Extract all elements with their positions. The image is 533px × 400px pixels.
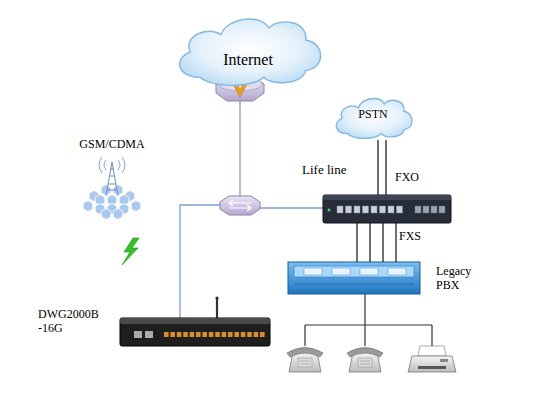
- node-label: Legacy PBX: [436, 265, 484, 293]
- node-outline: [323, 195, 451, 223]
- gateway-node: Life line: [298, 162, 452, 224]
- node-shape: [76, 156, 148, 218]
- node-shape: [168, 8, 328, 88]
- fax-printer-symbol: [408, 346, 456, 372]
- trunk-line: [385, 140, 386, 195]
- node-outline: [288, 262, 420, 294]
- trunk-line: [369, 223, 370, 262]
- trunk-line: [356, 223, 357, 262]
- gateway-device: [323, 195, 451, 223]
- trunk-line: [395, 223, 396, 262]
- trunk-lines: [378, 140, 386, 195]
- switch-symbol: [220, 196, 260, 215]
- wireless-bolt: [122, 238, 139, 265]
- gsm-gateway-device: [120, 296, 270, 346]
- edge-label: FXO: [395, 171, 419, 184]
- cloud-node: PSTN: [330, 92, 416, 140]
- node-outline: [168, 8, 328, 88]
- node-outline: [120, 318, 270, 346]
- node-shape: [288, 262, 420, 294]
- trunk-line: [382, 223, 383, 262]
- node-label: Life line: [302, 163, 382, 178]
- node-label: DWG2000B -16G: [38, 308, 106, 336]
- telephone-symbol: [287, 348, 323, 373]
- pbx-device: [288, 262, 420, 294]
- cell-tower: [99, 157, 125, 196]
- node-shape: [120, 318, 270, 346]
- node-label: GSM/CDMA: [72, 138, 152, 152]
- node-label: PSTN: [330, 108, 416, 122]
- pbx-node: Legacy PBX: [288, 260, 488, 296]
- cloud-node: Internet: [168, 8, 328, 88]
- node-shape: [323, 195, 451, 223]
- node-label: Internet: [168, 51, 328, 69]
- trunk-line: [377, 140, 378, 195]
- edge-label: FXS: [399, 230, 421, 243]
- gsm-gateway-node: DWG2000B -16G: [38, 288, 274, 350]
- node-outline: [76, 156, 148, 218]
- pbx-extension-wires: [305, 294, 432, 346]
- trunk-lines: [357, 223, 396, 262]
- telephone-symbol: [347, 348, 383, 373]
- cell-tower-node: GSM/CDMA: [72, 138, 152, 220]
